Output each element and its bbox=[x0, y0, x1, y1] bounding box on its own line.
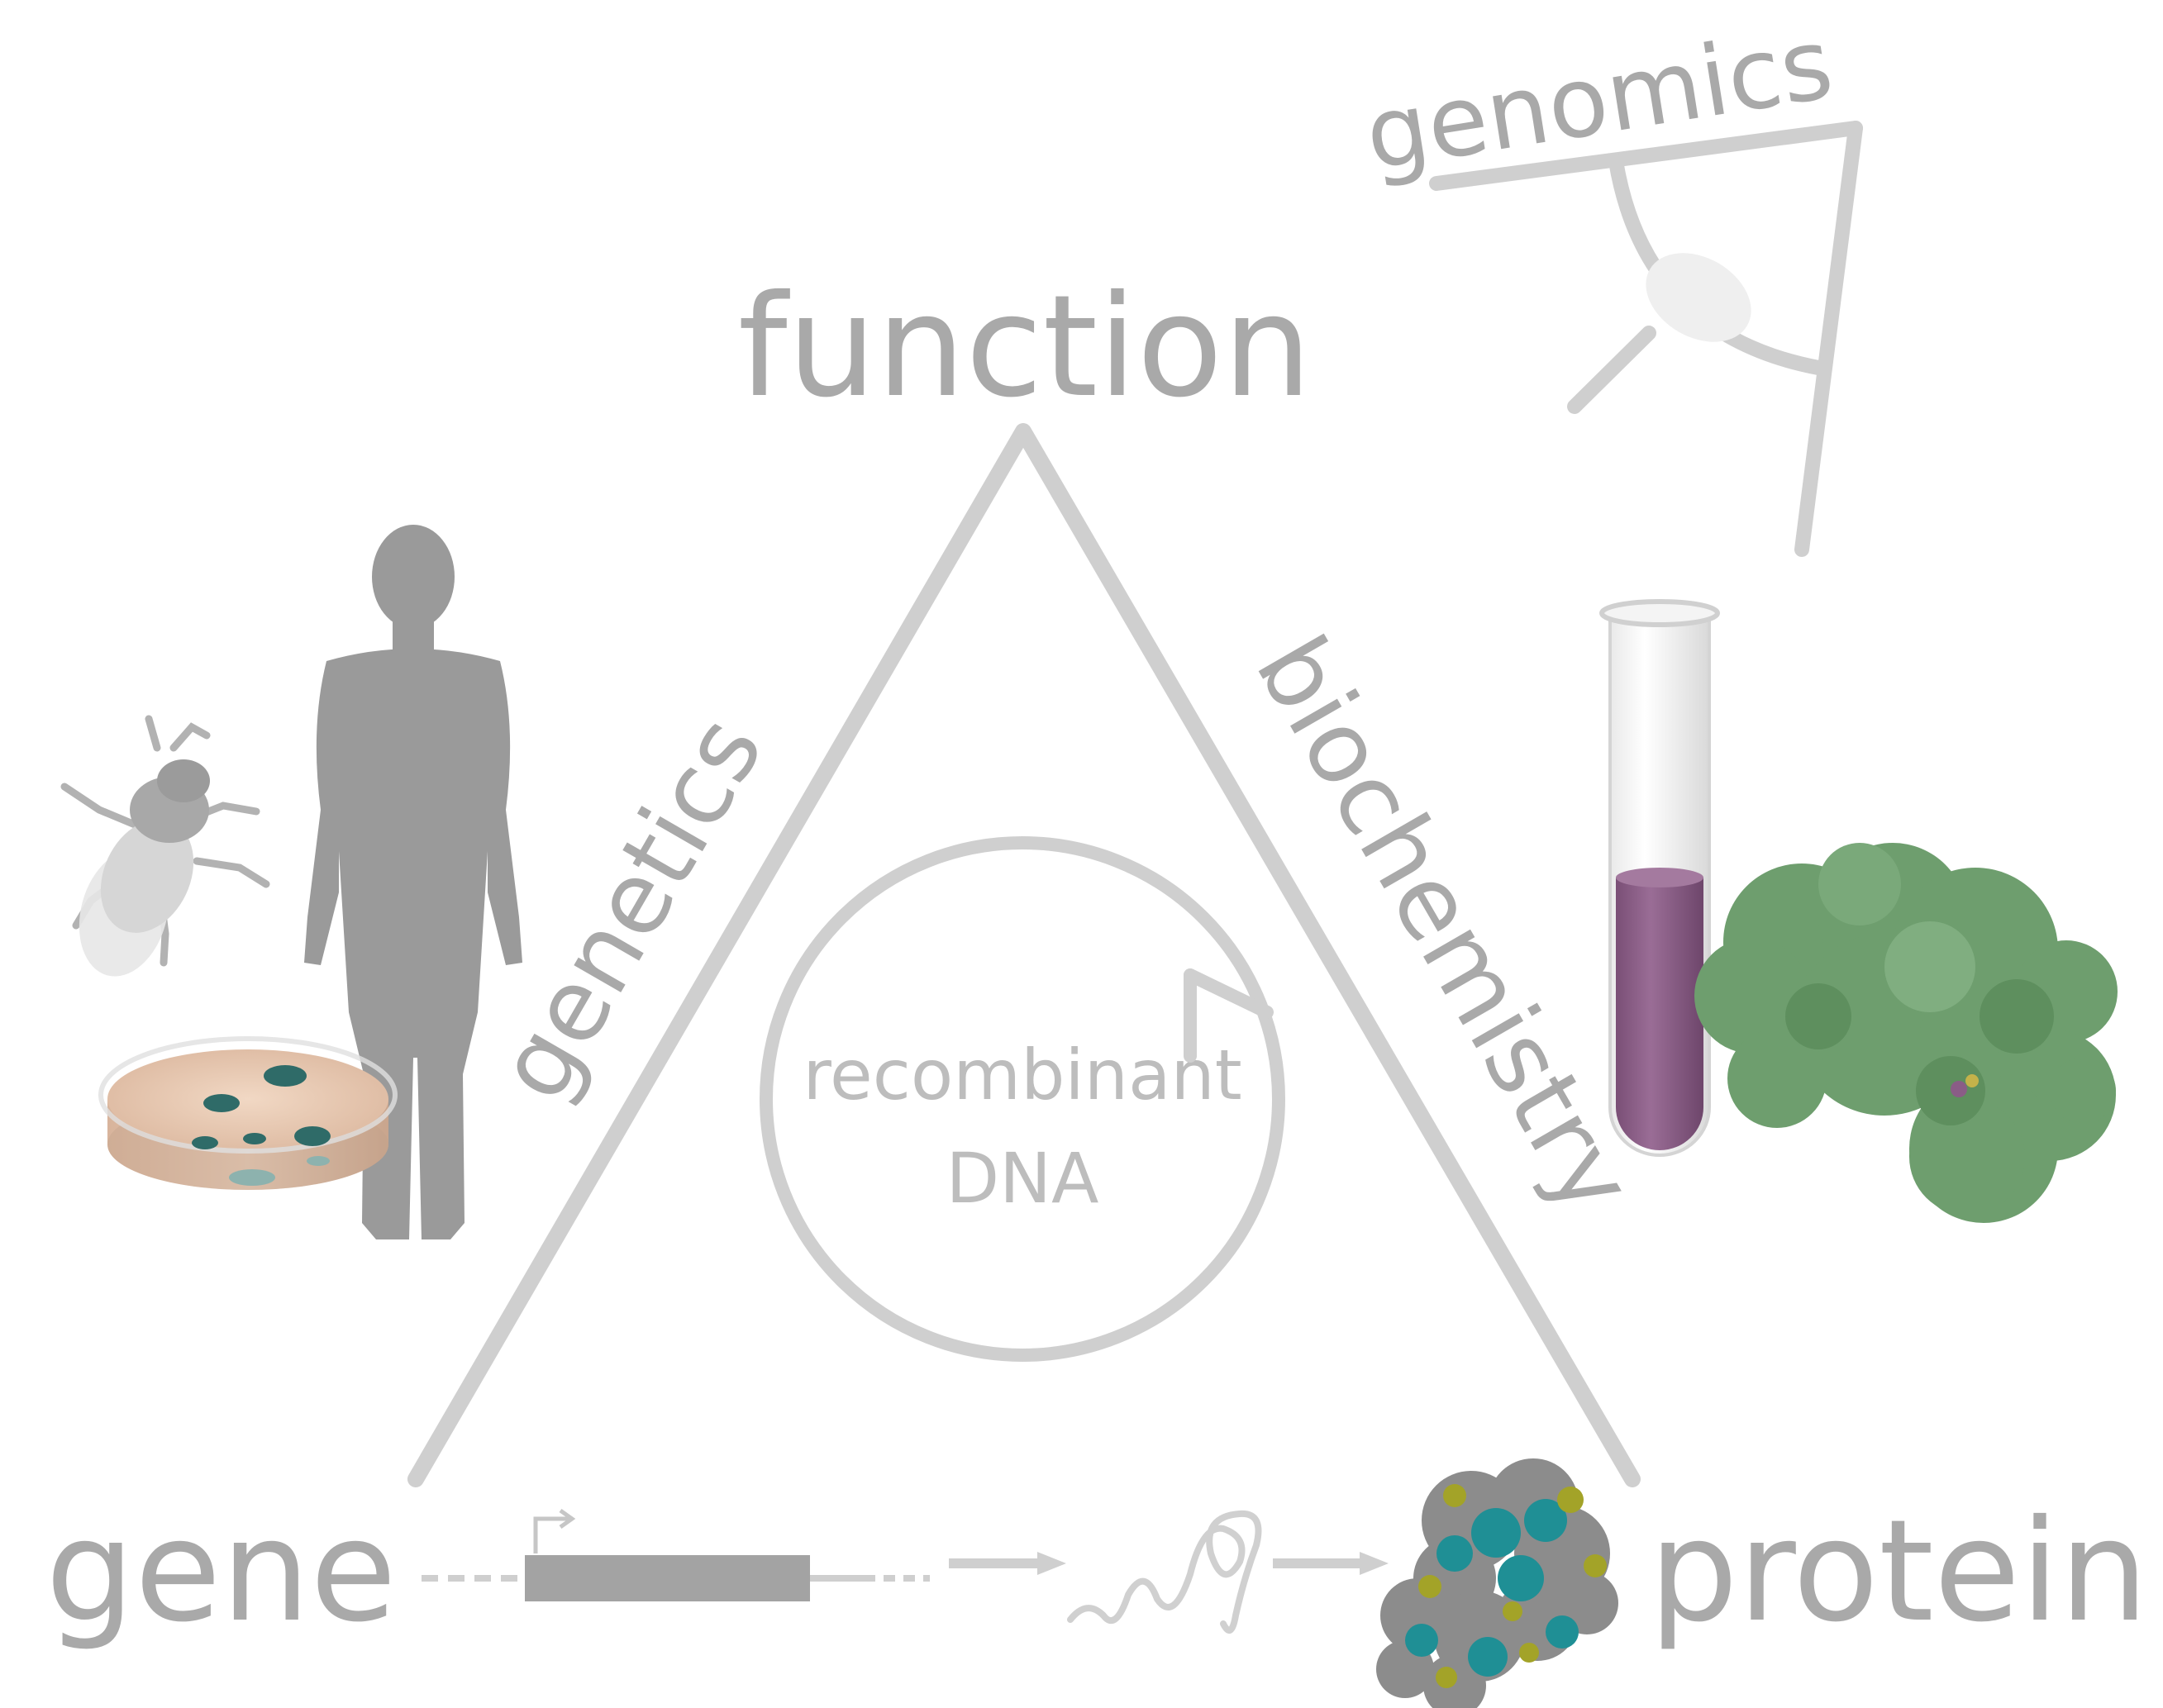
protein-structure-colored bbox=[1376, 1458, 1618, 1708]
label-recombinant: recombinant bbox=[803, 1035, 1241, 1116]
arrow-translation bbox=[1273, 1552, 1389, 1575]
fruit-fly-icon bbox=[60, 715, 270, 977]
colonies bbox=[192, 1065, 331, 1186]
label-protein: protein bbox=[1649, 1490, 2148, 1653]
gene-coding-bar bbox=[525, 1555, 810, 1601]
human-silhouette-icon bbox=[304, 525, 522, 1239]
eye-icon bbox=[1429, 121, 1863, 557]
protein-structure-green bbox=[1694, 843, 2118, 1223]
arrow-transcription bbox=[949, 1552, 1066, 1575]
gene-diagram bbox=[422, 1508, 930, 1601]
label-gene: gene bbox=[45, 1490, 397, 1653]
petri-dish-icon bbox=[98, 1036, 398, 1190]
promoter-arrow-icon bbox=[533, 1508, 576, 1553]
cycle-arrowhead bbox=[1184, 968, 1274, 1019]
test-tube-icon bbox=[1599, 599, 1720, 1157]
recombinant-cycle bbox=[760, 836, 1285, 1362]
label-dna: DNA bbox=[946, 1138, 1099, 1219]
concept-triangle bbox=[407, 423, 1641, 1487]
label-function: function bbox=[738, 265, 1312, 429]
mrna-squiggle-icon bbox=[1067, 1510, 1262, 1634]
